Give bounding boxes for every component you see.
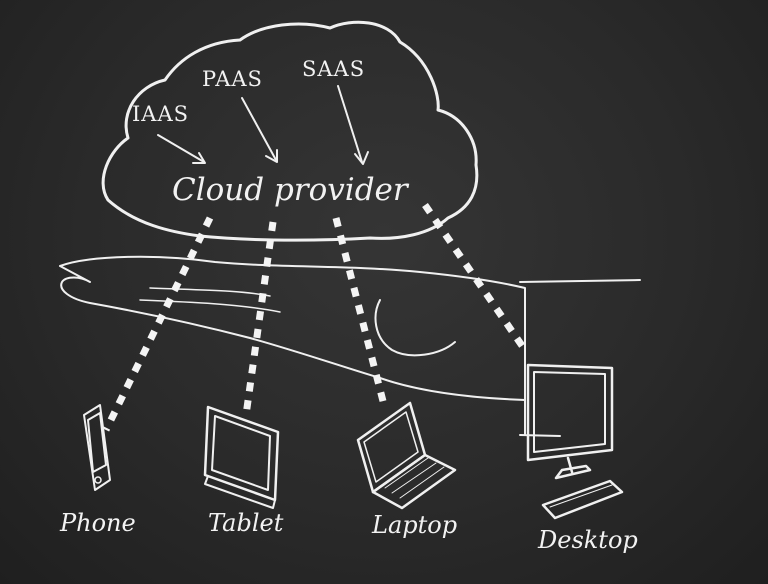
- service-arrows: [157, 85, 369, 165]
- device-label-desktop: Desktop: [537, 526, 638, 554]
- device-label-laptop: Laptop: [371, 511, 457, 539]
- cloud-title: Cloud provider: [172, 172, 410, 208]
- service-label-paas: PAAS: [202, 67, 263, 91]
- service-label-saas: SAAS: [302, 57, 365, 81]
- connection-lines: [102, 203, 528, 432]
- device-label-tablet: Tablet: [208, 509, 284, 537]
- tablet-icon: [203, 405, 280, 509]
- connection-tablet: [242, 221, 277, 416]
- device-label-phone: Phone: [59, 509, 136, 537]
- hand-illustration: [59, 255, 641, 437]
- connection-laptop: [332, 217, 388, 406]
- connection-phone: [102, 216, 214, 432]
- desktop-icon: [526, 363, 624, 520]
- laptop-icon: [356, 401, 457, 510]
- connection-desktop: [422, 203, 528, 352]
- phone-icon: [83, 404, 111, 491]
- cloud-shape: [101, 20, 479, 242]
- service-label-iaas: IAAS: [132, 102, 189, 126]
